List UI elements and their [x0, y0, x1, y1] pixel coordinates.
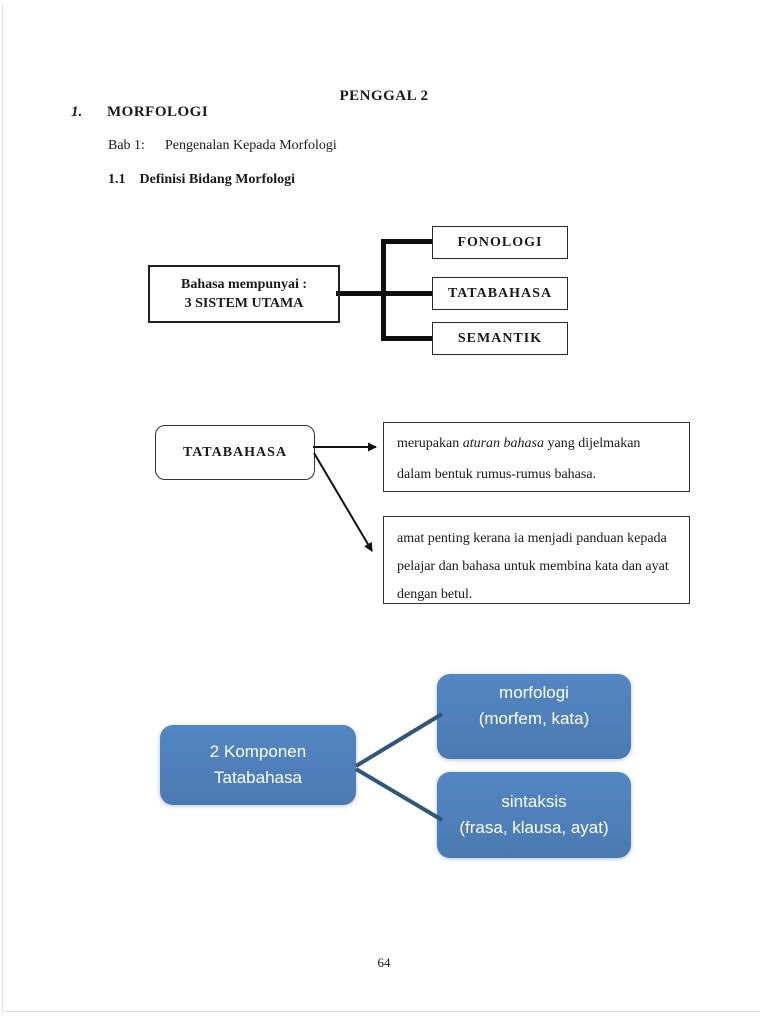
komponen-box-morfologi: morfologi (morfem, kata): [437, 674, 631, 759]
connector-branch-fonologi: [381, 239, 432, 244]
chapter-label: Bab 1:: [108, 138, 145, 153]
connector-stem: [336, 291, 383, 296]
komponen-root-line2: Tatabahasa: [214, 768, 302, 787]
system-box-fonologi: FONOLOGI: [432, 226, 568, 259]
page-title: PENGGAL 2: [339, 88, 429, 104]
connector-vertical: [381, 239, 386, 341]
subsection-title: Definisi Bidang Morfologi: [139, 172, 296, 187]
system-box-semantik: SEMANTIK: [432, 322, 568, 355]
system-box-tatabahasa: TATABAHASA: [432, 277, 568, 310]
arrow-to-note2: [313, 452, 373, 552]
komponen-line-bottom: [354, 767, 444, 822]
morfologi-line2: (morfem, kata): [478, 709, 590, 728]
note1-post: yang dijelmakan dalam bentuk rumus-rumus…: [397, 436, 641, 482]
systems-root-box: Bahasa mempunyai : 3 SISTEM UTAMA: [148, 265, 340, 323]
komponen-root-line1: 2 Komponen: [209, 742, 307, 761]
komponen-box-sintaksis: sintaksis (frasa, klausa, ayat): [437, 772, 631, 858]
chapter-title: Pengenalan Kepada Morfologi: [164, 138, 337, 153]
komponen-root-box: 2 Komponen Tatabahasa: [160, 725, 356, 805]
section-title: MORFOLOGI: [107, 104, 209, 120]
subsection-number: 1.1: [108, 172, 126, 187]
scan-edge-bottom: [4, 1011, 760, 1012]
morfologi-line1: morfologi: [499, 683, 569, 702]
sintaksis-line1: sintaksis: [501, 792, 567, 811]
section-number: 1.: [71, 104, 83, 120]
tatabahasa-note-2: amat penting kerana ia menjadi panduan k…: [383, 516, 690, 604]
sintaksis-line2: (frasa, klausa, ayat): [459, 818, 609, 837]
systems-root-line2: 3 SISTEM UTAMA: [184, 296, 304, 311]
note1-pre: merupakan: [397, 436, 463, 451]
komponen-line-top: [354, 712, 444, 768]
scan-edge-left: [2, 4, 3, 1012]
tatabahasa-note-1: merupakan aturan bahasa yang dijelmakan …: [383, 422, 690, 492]
note1-italic: aturan bahasa: [462, 436, 544, 451]
connector-branch-tatabahasa: [381, 291, 432, 296]
systems-root-line1: Bahasa mempunyai :: [180, 277, 308, 292]
page-number: 64: [377, 955, 391, 970]
subsection-heading: 1.1 Definisi Bidang Morfologi: [108, 172, 295, 188]
chapter-heading: Bab 1: Pengenalan Kepada Morfologi: [108, 138, 337, 154]
connector-branch-semantik: [381, 336, 432, 341]
tatabahasa-root-box: TATABAHASA: [155, 425, 315, 480]
